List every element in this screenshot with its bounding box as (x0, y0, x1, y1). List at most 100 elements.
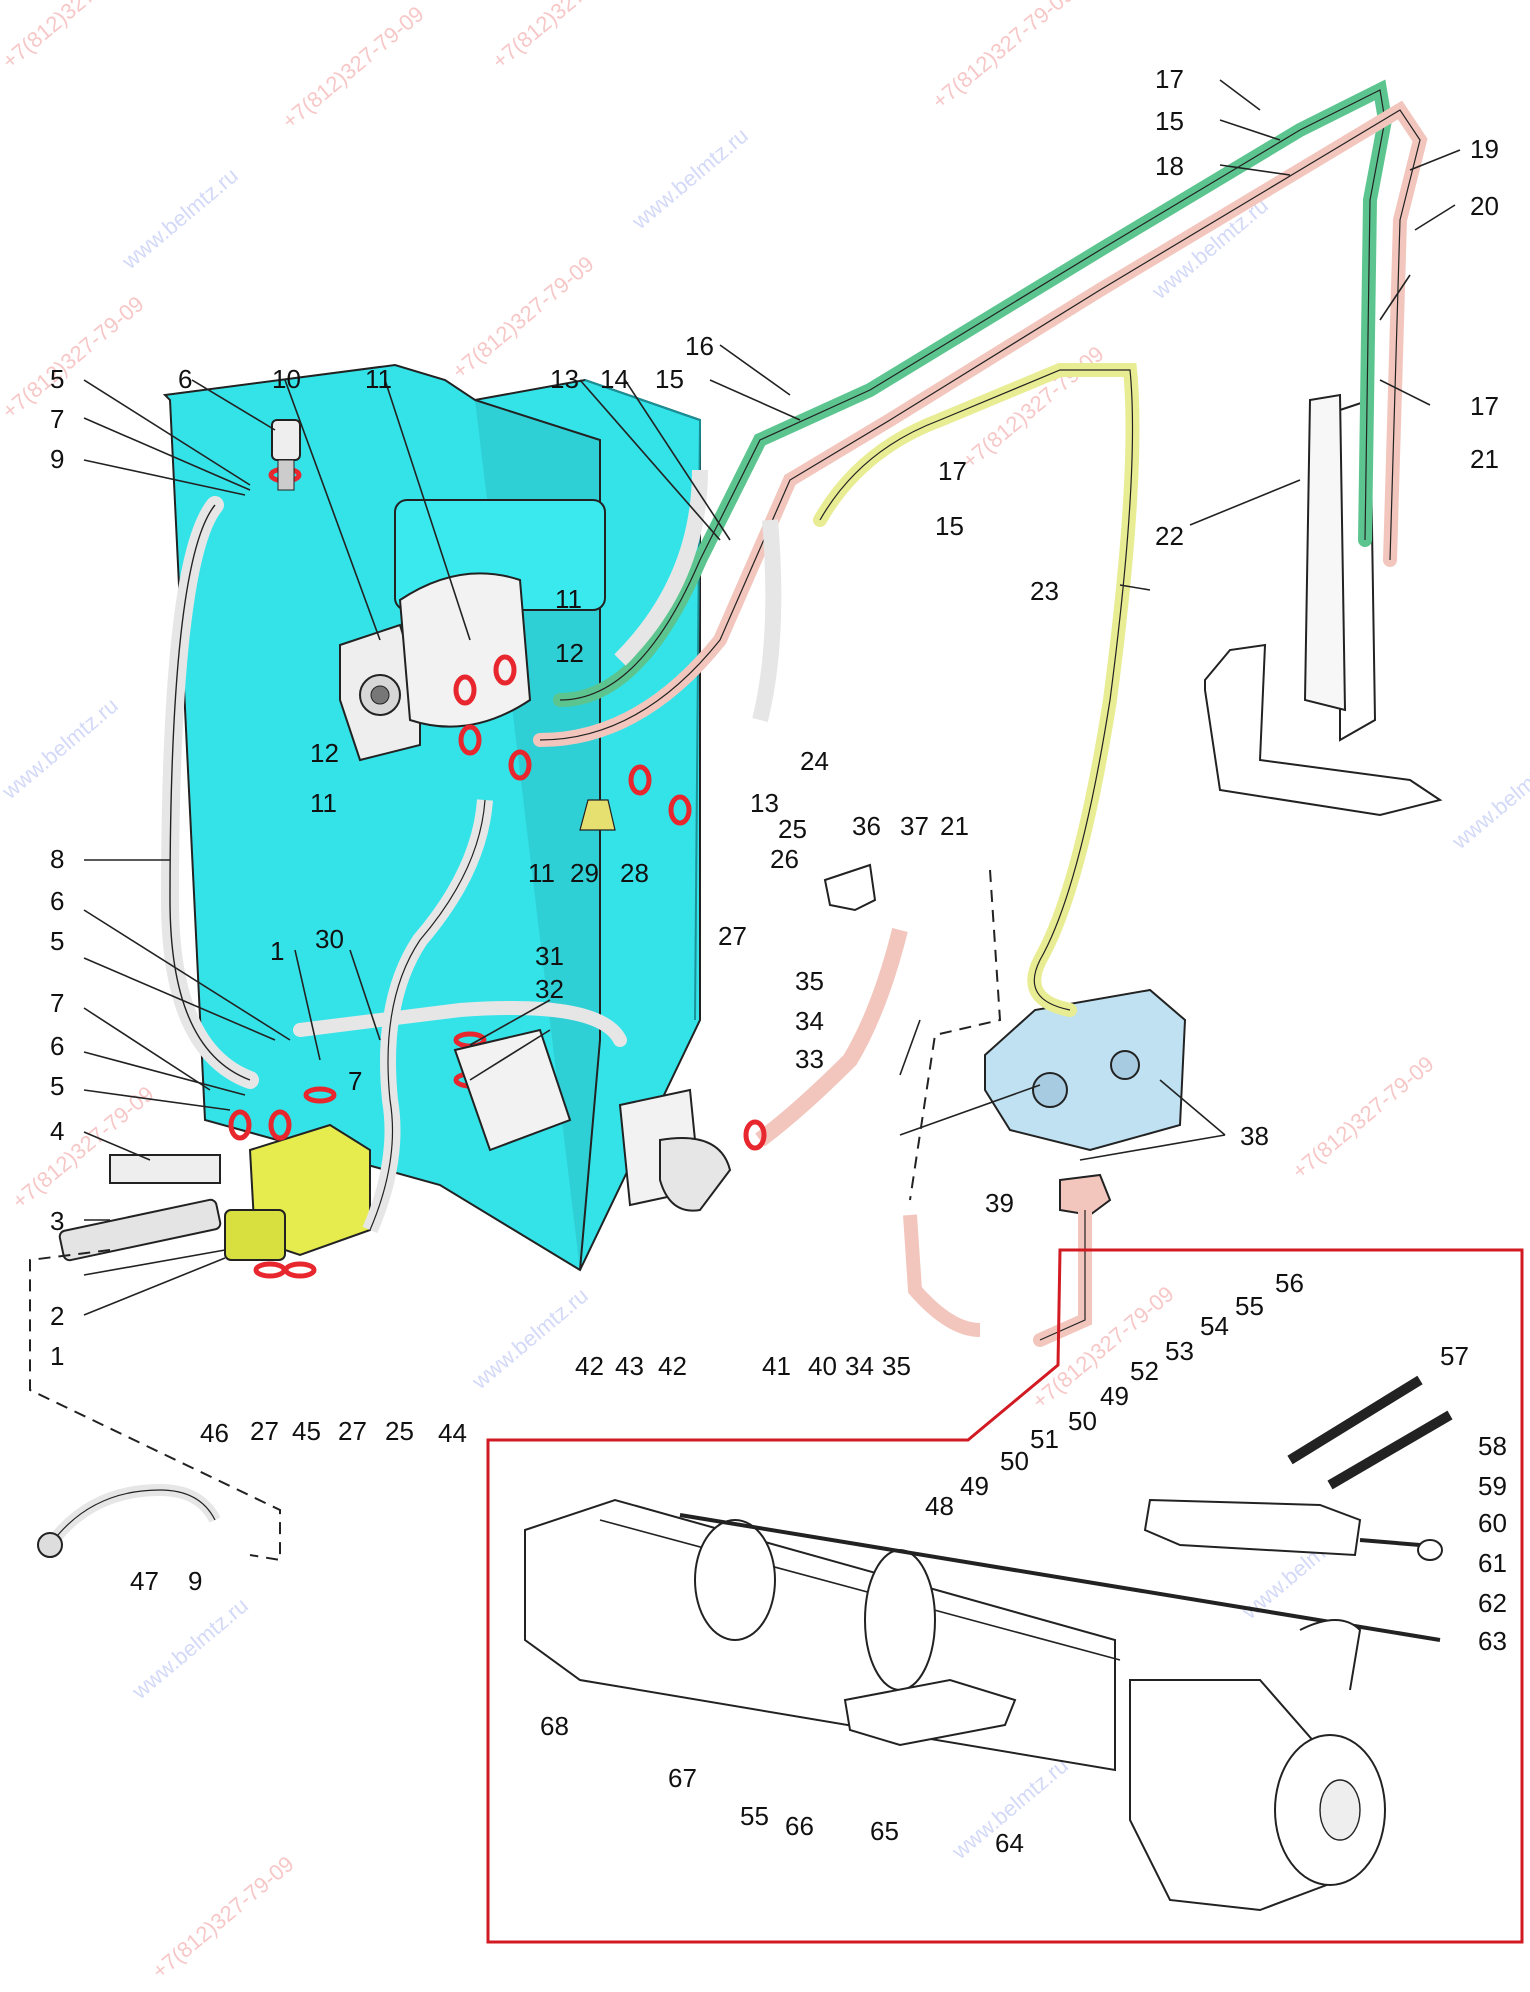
callout-51: 51 (1030, 1424, 1059, 1454)
callout-27: 27 (338, 1416, 367, 1446)
callout-43: 43 (615, 1351, 644, 1381)
callout-10: 10 (272, 364, 301, 394)
callout-13: 13 (750, 788, 779, 818)
callout-8: 8 (50, 844, 64, 874)
callout-46: 46 (200, 1418, 229, 1448)
callout-52: 52 (1130, 1356, 1159, 1386)
callout-15: 15 (655, 364, 684, 394)
callout-32: 32 (535, 974, 564, 1004)
callout-17: 17 (938, 456, 967, 486)
callout-18: 18 (1155, 151, 1184, 181)
callout-21: 21 (940, 811, 969, 841)
callout-9: 9 (50, 444, 64, 474)
callout-1: 1 (270, 936, 284, 966)
callout-9: 9 (188, 1566, 202, 1596)
callout-14: 14 (600, 364, 629, 394)
callout-23: 23 (1030, 576, 1059, 606)
callout-54: 54 (1200, 1311, 1229, 1341)
callout-5: 5 (50, 1071, 64, 1101)
dashed-route (29, 869, 1002, 1562)
callout-11: 11 (528, 858, 555, 888)
callout-7: 7 (50, 404, 64, 434)
callout-7: 7 (50, 988, 64, 1018)
steering-motor (984, 988, 1187, 1347)
callout-7: 7 (348, 1066, 362, 1096)
callout-66: 66 (785, 1811, 814, 1841)
callout-6: 6 (178, 364, 192, 394)
callout-34: 34 (845, 1351, 874, 1381)
callout-11: 11 (365, 364, 392, 394)
callout-1: 1 (50, 1341, 64, 1371)
callout-25: 25 (385, 1416, 414, 1446)
callout-17: 17 (1470, 391, 1499, 421)
callout-25: 25 (778, 814, 807, 844)
hydraulic-pump (339, 572, 532, 762)
callout-35: 35 (882, 1351, 911, 1381)
callout-15: 15 (1155, 106, 1184, 136)
callout-6: 6 (50, 1031, 64, 1061)
watermark-site: www.belmtz.ru (466, 1283, 592, 1395)
callout-39: 39 (985, 1188, 1014, 1218)
bracket-36 (823, 863, 877, 912)
watermark-phone: +7(812)327-79-09 (277, 1, 428, 134)
control-valve-block (58, 1123, 371, 1262)
callout-27: 27 (718, 921, 747, 951)
callout-15: 15 (935, 511, 964, 541)
callout-60: 60 (1478, 1508, 1507, 1538)
callout-42: 42 (575, 1351, 604, 1381)
callout-37: 37 (900, 811, 929, 841)
watermark-site: www.belmtz.ru (0, 693, 123, 805)
watermark-phone: +7(812)327-79-09 (927, 0, 1078, 114)
callout-42: 42 (658, 1351, 687, 1381)
callout-22: 22 (1155, 521, 1184, 551)
callout-62: 62 (1478, 1588, 1507, 1618)
callout-58: 58 (1478, 1431, 1507, 1461)
filler-cap (271, 419, 301, 491)
callout-49: 49 (1100, 1381, 1129, 1411)
callout-33: 33 (795, 1044, 824, 1074)
callout-63: 63 (1478, 1626, 1507, 1656)
inset-frame (486, 1248, 1524, 1944)
watermark-site: www.belmtz.ru (626, 123, 752, 235)
watermark-phone: +7(812)327-79-09 (147, 1851, 298, 1984)
callout-56: 56 (1275, 1268, 1304, 1298)
callout-4: 4 (50, 1116, 64, 1146)
watermark-phone: +7(812)327-79-09 (0, 0, 149, 74)
callout-11: 11 (555, 584, 582, 614)
callout-35: 35 (795, 966, 824, 996)
callout-55: 55 (1235, 1291, 1264, 1321)
callout-5: 5 (50, 926, 64, 956)
callout-36: 36 (852, 811, 881, 841)
o-ring-seals (228, 466, 767, 1279)
callout-19: 19 (1470, 134, 1499, 164)
watermark-phone: +7(812)327-79-09 (7, 1081, 158, 1214)
callout-21: 21 (1470, 444, 1499, 474)
callout-12: 12 (555, 638, 584, 668)
callout-59: 59 (1478, 1471, 1507, 1501)
callout-67: 67 (668, 1763, 697, 1793)
callout-48: 48 (925, 1491, 954, 1521)
callout-49: 49 (960, 1471, 989, 1501)
callout-45: 45 (292, 1416, 321, 1446)
callout-28: 28 (620, 858, 649, 888)
callout-34: 34 (795, 1006, 824, 1036)
watermark-site: www.belmtz.ru (126, 1593, 252, 1705)
callout-5: 5 (50, 364, 64, 394)
callout-38: 38 (1240, 1121, 1269, 1151)
callout-29: 29 (570, 858, 599, 888)
callout-61: 61 (1478, 1548, 1507, 1578)
callout-53: 53 (1165, 1336, 1194, 1366)
watermark-phone: +7(812)327-79-09 (0, 291, 149, 424)
leader-lines (83, 79, 1461, 1316)
callout-20: 20 (1470, 191, 1499, 221)
bracket-support (1204, 393, 1443, 817)
callout-55: 55 (740, 1801, 769, 1831)
callout-16: 16 (685, 331, 714, 361)
callout-3: 3 (50, 1206, 64, 1236)
watermark-phone: +7(812)327-79-09 (1287, 1051, 1438, 1184)
callout-13: 13 (550, 364, 579, 394)
callout-11: 11 (310, 788, 337, 818)
watermark-site: www.belmtz.ru (116, 163, 242, 275)
callouts: 1 1 2 3 4 5 5 5 6 6 6 7 7 7 8 9 9 10 11 … (50, 64, 1507, 1858)
